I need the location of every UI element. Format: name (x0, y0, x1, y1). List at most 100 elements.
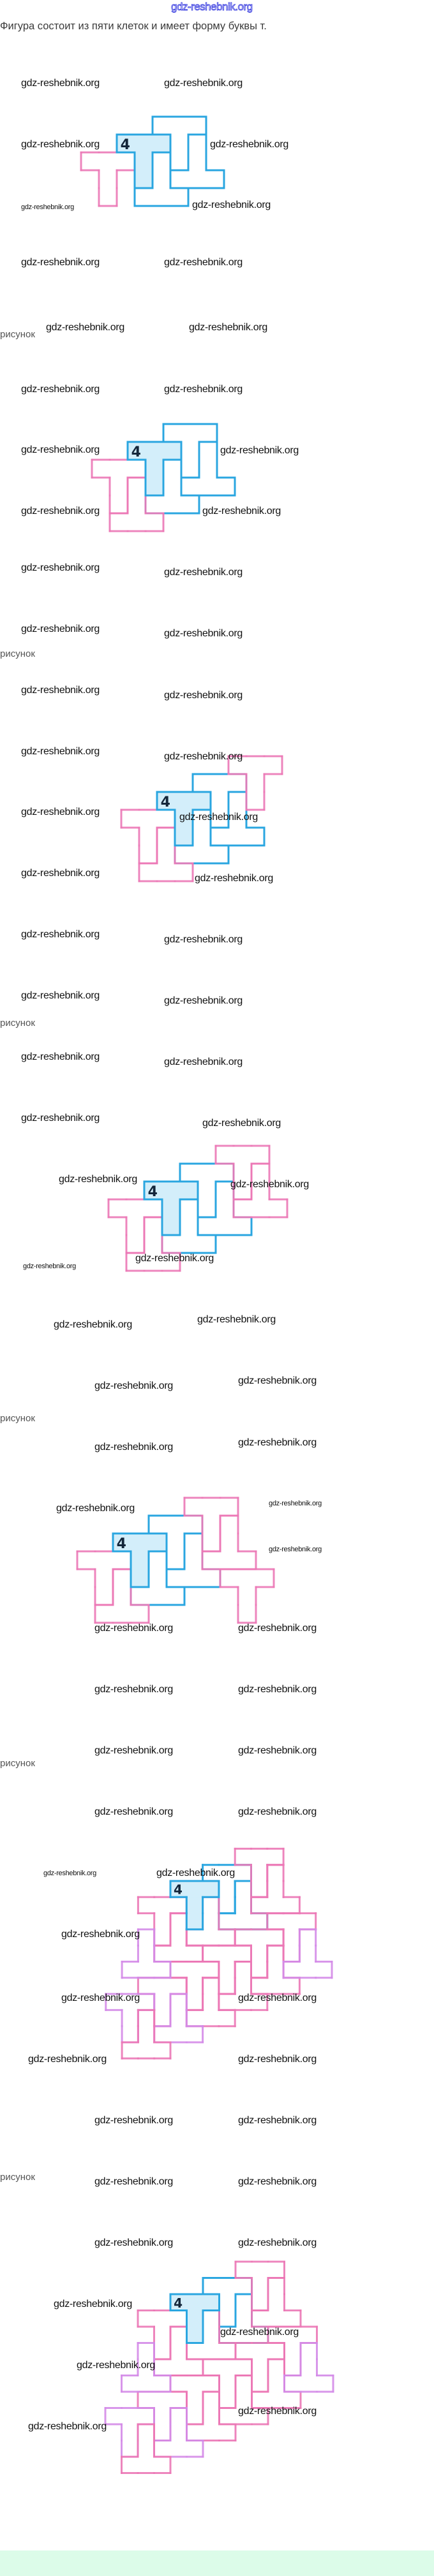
watermark-text: gdz-reshebnik.org (238, 1375, 317, 1386)
watermark-text: gdz-reshebnik.org (164, 1057, 243, 1067)
watermark-text: gdz-reshebnik.org (54, 2299, 132, 2309)
watermark-text: gdz-reshebnik.org (220, 445, 299, 456)
t-piece (107, 1198, 163, 1254)
watermark-text: gdz-reshebnik.org (21, 990, 100, 1001)
watermark-text: gdz-reshebnik.org (21, 746, 100, 757)
watermark-text: gdz-reshebnik.org (94, 1745, 173, 1756)
t-piece (137, 2390, 188, 2441)
t-piece (214, 1145, 271, 1201)
watermark-text: gdz-reshebnik.org (28, 2054, 107, 2065)
t-piece-highlighted: 4 (169, 1880, 220, 1931)
watermark-text: gdz-reshebnik.org (238, 1623, 317, 1634)
t-tiling-figure: 4 (105, 1847, 333, 2060)
t-piece (202, 2358, 253, 2409)
t-piece (227, 755, 283, 811)
t-piece (283, 2342, 334, 2393)
t-piece (250, 1944, 301, 1995)
watermark-text: gdz-reshebnik.org (46, 322, 124, 333)
figure-caption: рисунок (0, 648, 35, 659)
watermark-text: gdz-reshebnik.org (21, 203, 74, 211)
t-piece-highlighted: 4 (169, 2293, 220, 2344)
t-piece (266, 1912, 317, 1963)
watermark-text: gdz-reshebnik.org (238, 1993, 317, 2003)
t-piece (201, 1514, 257, 1570)
t-piece (138, 826, 194, 882)
t-piece-highlighted: 4 (143, 1180, 199, 1236)
figure-number-label: 4 (117, 1536, 126, 1552)
watermark-text: gdz-reshebnik.org (195, 873, 273, 884)
t-piece (91, 458, 147, 515)
watermark-text: gdz-reshebnik.org (202, 506, 281, 516)
watermark-text: gdz-reshebnik.org (269, 1546, 322, 1553)
watermark-text: gdz-reshebnik.org (230, 1179, 309, 1190)
t-piece (94, 1568, 150, 1624)
figure-caption: рисунок (0, 2172, 35, 2183)
watermark-text: gdz-reshebnik.org (61, 1993, 140, 2003)
t-piece (153, 2407, 204, 2458)
t-piece (234, 1847, 285, 1898)
watermark-text: gdz-reshebnik.org (164, 995, 243, 1006)
t-piece (186, 2390, 237, 2441)
t-piece (137, 1977, 188, 2028)
watermark-text: gdz-reshebnik.org (238, 2237, 317, 2248)
t-piece (234, 2342, 285, 2393)
footer-band (0, 2550, 434, 2576)
t-piece (169, 2375, 220, 2426)
watermark-text: gdz-reshebnik.org (56, 1503, 135, 1514)
watermark-text: gdz-reshebnik.org (164, 934, 243, 945)
watermark-text: gdz-reshebnik.org (269, 1500, 322, 1507)
watermark-text: gdz-reshebnik.org (164, 628, 243, 639)
t-tiling-figure: 4 (80, 115, 225, 207)
intro-text: Фигура состоит из пяти клеток и имеет фо… (0, 20, 267, 32)
t-piece (169, 1961, 220, 2011)
t-piece (153, 1993, 204, 2044)
watermark-text: gdz-reshebnik.org (21, 384, 100, 395)
t-piece (161, 1198, 217, 1254)
watermark-text: gdz-reshebnik.org (238, 1745, 317, 1756)
watermark-text: gdz-reshebnik.org (21, 1051, 100, 1062)
watermark-text: gdz-reshebnik.org (28, 2421, 107, 2432)
figure-caption: рисунок (0, 1758, 35, 1769)
watermark-text: gdz-reshebnik.org (164, 384, 243, 395)
t-piece (185, 1896, 236, 1947)
watermark-text: gdz-reshebnik.org (21, 624, 100, 634)
watermark-text: gdz-reshebnik.org (61, 1929, 140, 1940)
t-piece (183, 1497, 239, 1553)
watermark-text: gdz-reshebnik.org (21, 929, 100, 940)
watermark-text: gdz-reshebnik.org (192, 200, 271, 210)
t-piece-highlighted: 4 (112, 1532, 168, 1588)
watermark-text: gdz-reshebnik.org (21, 78, 100, 89)
watermark-text: gdz-reshebnik.org (220, 2327, 299, 2338)
t-piece (282, 1928, 333, 1979)
t-piece (121, 2423, 172, 2474)
figure-caption: рисунок (0, 1413, 35, 1424)
watermark-text: gdz-reshebnik.org (164, 567, 243, 578)
t-piece (153, 2325, 204, 2376)
t-piece (80, 151, 136, 207)
watermark-text: gdz-reshebnik.org (164, 257, 243, 268)
watermark-text: gdz-reshebnik.org (94, 2176, 173, 2187)
t-piece (251, 2277, 302, 2328)
watermark-text: gdz-reshebnik.org (54, 1319, 132, 1330)
t-piece (179, 1162, 235, 1218)
watermark-text: gdz-reshebnik.org (164, 690, 243, 701)
t-piece (153, 1912, 204, 1963)
watermark-text: gdz-reshebnik.org (21, 257, 100, 268)
watermark-text: gdz-reshebnik.org (197, 1314, 276, 1325)
t-piece (137, 1896, 188, 1947)
t-piece (250, 1864, 301, 1915)
t-piece (133, 151, 190, 207)
watermark-text: gdz-reshebnik.org (43, 1870, 96, 1877)
t-piece (144, 458, 200, 515)
watermark-text: gdz-reshebnik.org (238, 1437, 317, 1448)
watermark-text: gdz-reshebnik.org (59, 1174, 137, 1185)
watermark-text: gdz-reshebnik.org (202, 1118, 281, 1129)
watermark-text: gdz-reshebnik.org (94, 2115, 173, 2126)
t-piece-highlighted: 4 (126, 441, 183, 497)
watermark-text: gdz-reshebnik.org (164, 78, 243, 89)
t-piece (202, 2277, 253, 2328)
watermark-text: gdz-reshebnik.org (179, 812, 258, 823)
t-piece (165, 1532, 221, 1588)
watermark-text: gdz-reshebnik.org (238, 2406, 317, 2417)
watermark-text: gdz-reshebnik.org (21, 807, 100, 817)
